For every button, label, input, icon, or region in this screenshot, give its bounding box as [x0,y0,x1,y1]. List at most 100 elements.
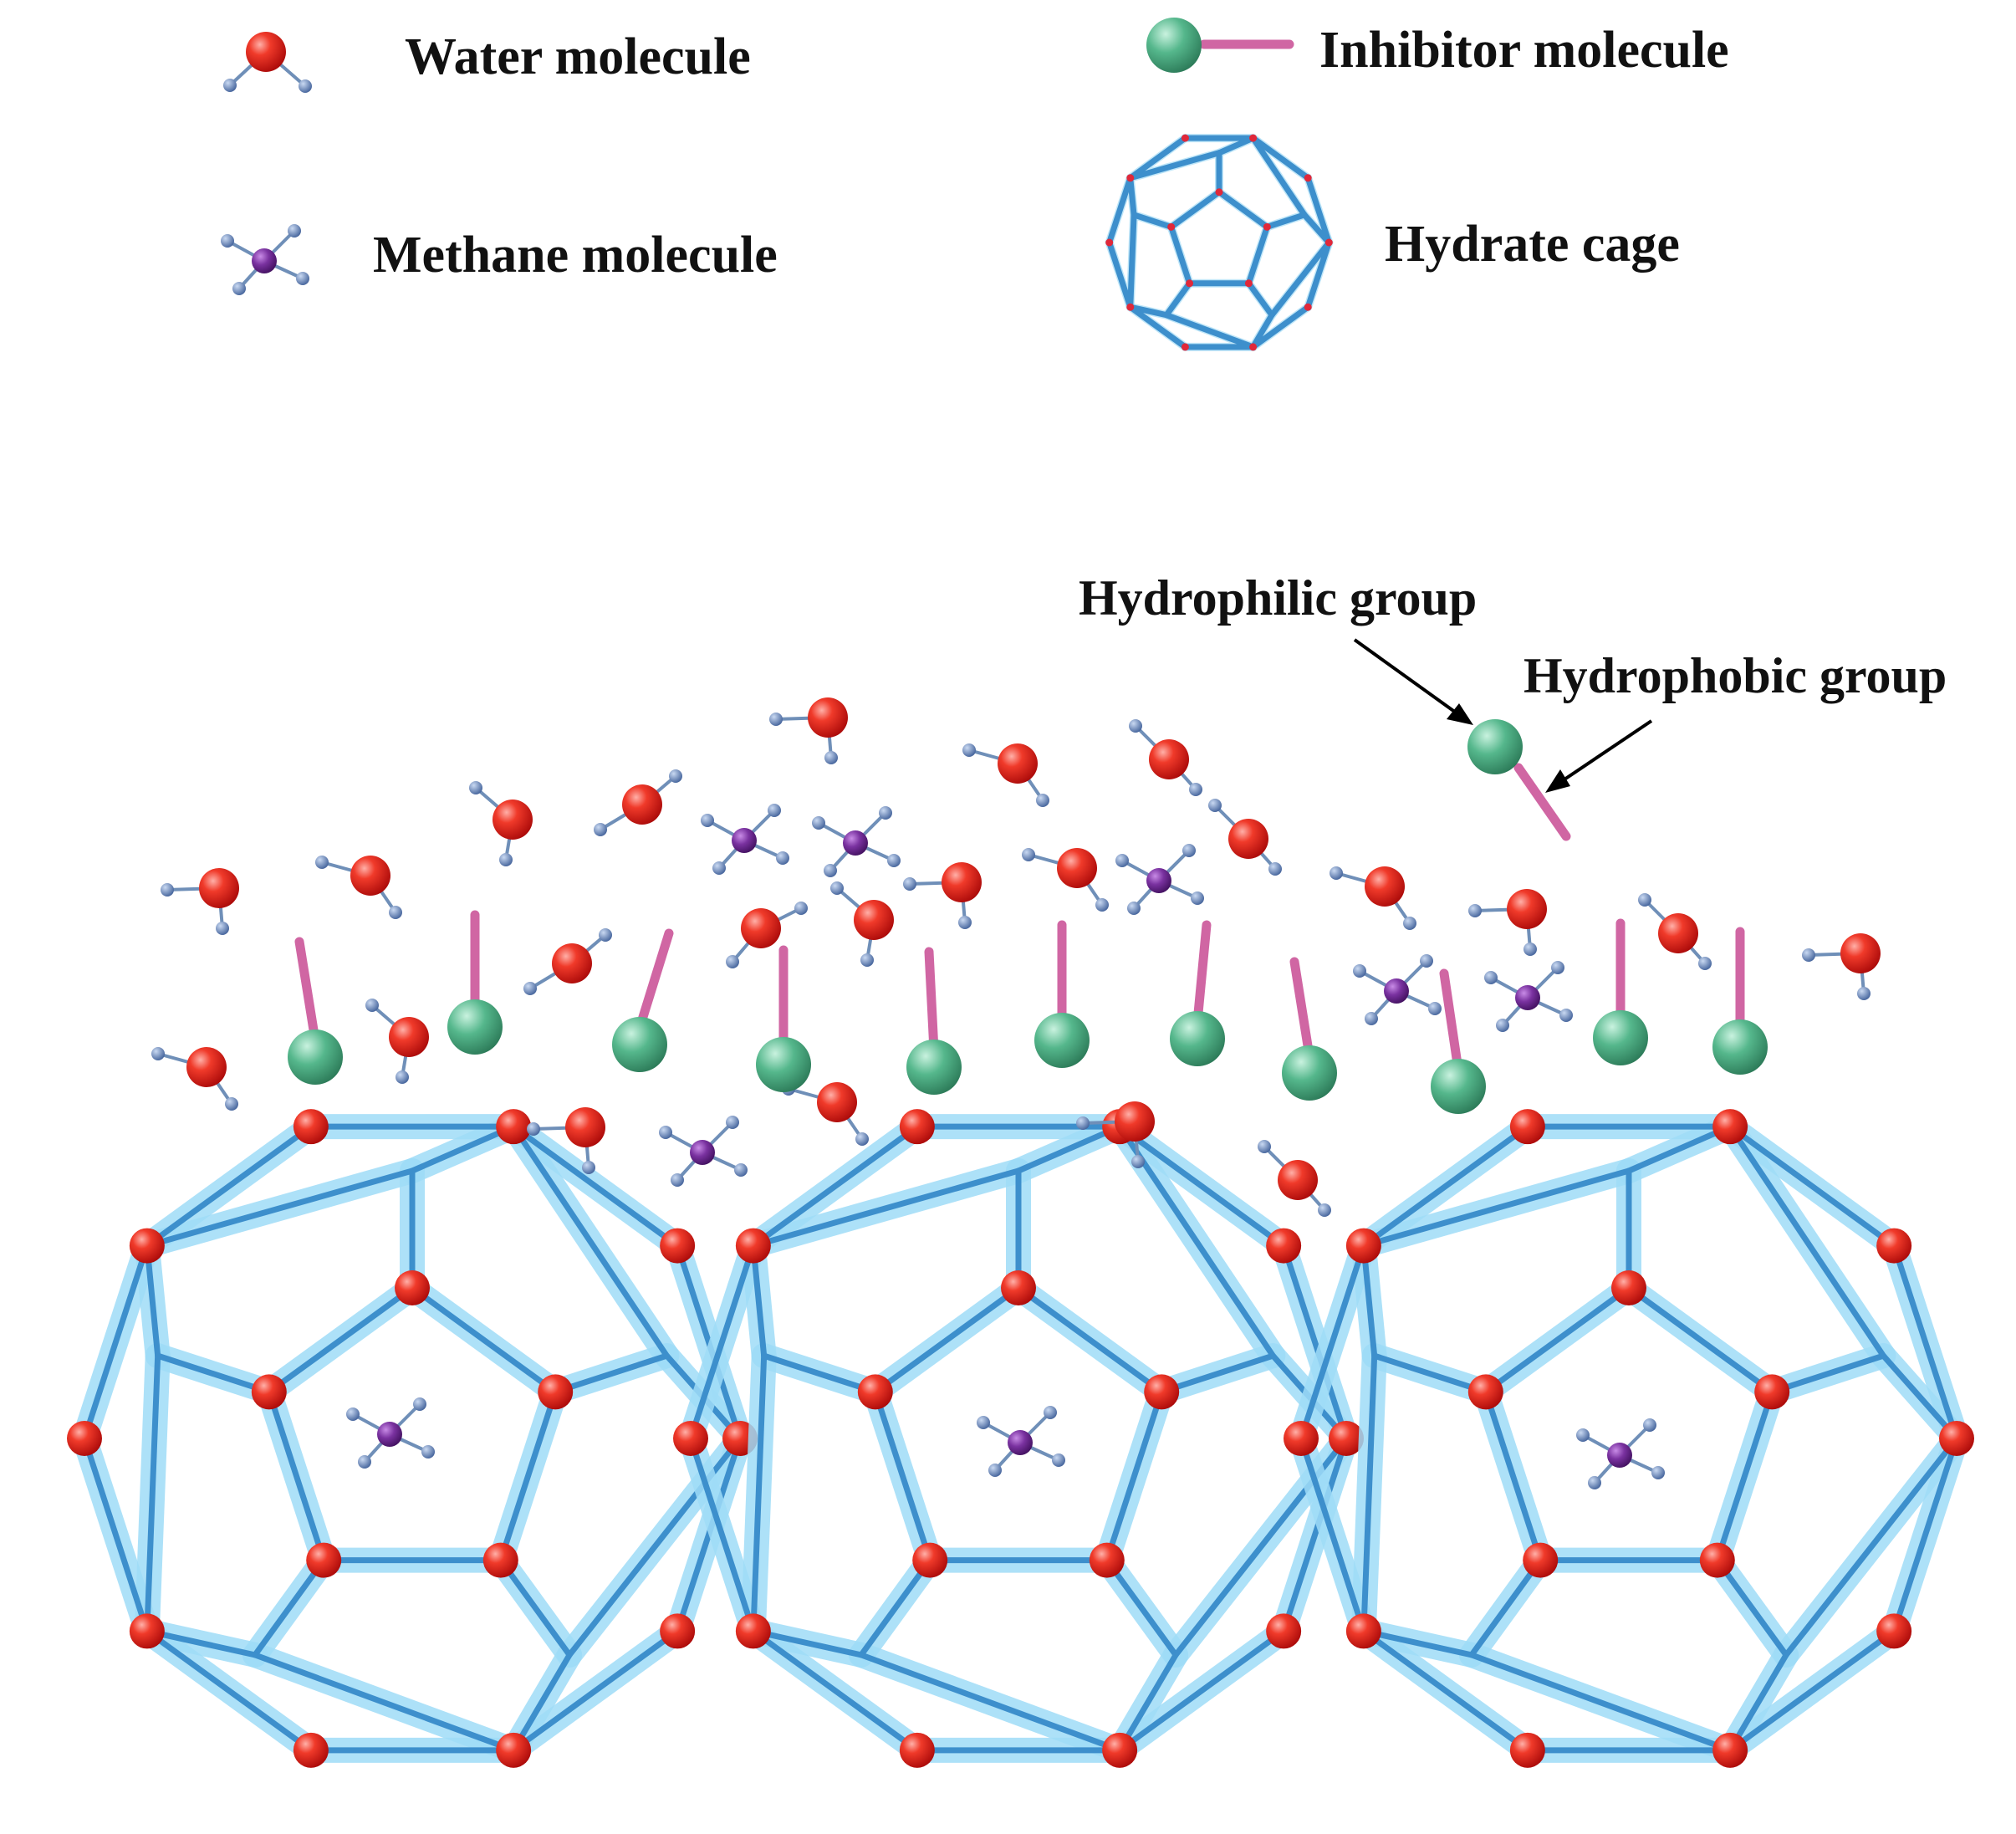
cage-edge [858,1652,1123,1754]
cage-edge [872,1388,933,1564]
cage-oxygen-atom [1523,1542,1559,1578]
inhibitor-molecule [1282,957,1337,1101]
water-molecule [769,697,848,764]
hydrophobic-tail [1439,968,1463,1075]
cage-oxygen-atom [735,1613,771,1649]
hydrogen-atom [1353,964,1366,978]
cage-edge [1727,1627,1897,1754]
cage-edge [750,1167,1022,1249]
water-molecule [1330,866,1416,930]
water-molecule [523,928,612,995]
hydrogen-atom [396,1070,409,1084]
hydrogen-atom [161,883,174,897]
hydrophilic-group-label: Hydrophilic group [1079,570,1477,626]
cage-edge [750,1243,768,1359]
cage-oxygen-atom [1089,1542,1125,1578]
inhibitor-molecule [1593,918,1648,1065]
oxygen-atom [1365,866,1405,907]
hydrophobic-arrow [1545,719,1653,793]
hydrophilic-head [288,1029,343,1085]
hydrogen-atom [794,902,808,915]
oxygen-atom [186,1047,227,1087]
cage-oxygen-atom [1102,1732,1138,1768]
inhibitor-molecule [756,945,811,1092]
cage-edge [1783,1435,1960,1658]
hydrophilic-head [1431,1059,1486,1114]
hydrogen-atom [879,806,892,820]
cage-oxygen-atom [899,1732,935,1768]
cage-oxygen-atom [1699,1542,1735,1578]
cage-oxygen-atom [496,1109,532,1145]
callouts: Hydrophilic group Hydrophobic group [1079,570,1947,841]
cage-edge [81,1243,151,1442]
cage-edge [674,1435,743,1634]
hydrogen-atom [1318,1203,1331,1217]
cage-edge [1130,212,1175,230]
cage-oxygen-atom [1329,1421,1364,1456]
water-molecule [962,743,1049,807]
hydrogen-atom [582,1161,595,1174]
water-molecule [830,881,894,967]
hydrogen-atom [1044,1406,1057,1419]
cage-edge [81,1435,151,1634]
oxygen-atom [1840,933,1881,973]
methane-molecule [1115,844,1204,915]
hydrophilic-arrow [1353,638,1473,725]
cage-edge [1626,1123,1733,1174]
hydrate-cage-left [67,1109,758,1768]
methane-molecule [346,1397,435,1469]
legend-cage-label: Hydrate cage [1385,216,1680,273]
free-molecules [151,697,1881,1489]
methane-molecule [659,1116,748,1187]
legend-inhibitor-label: Inhibitor molecule [1319,22,1729,79]
oxygen-atom [998,743,1038,784]
water-molecule [594,769,682,836]
water-molecule [527,1107,605,1174]
hydrophobic-tail [1192,920,1212,1027]
cage-edge [1104,1557,1179,1658]
hydrate-cages [67,1109,1974,1768]
hydrogen-atom [1638,893,1651,907]
cage-edge [1127,150,1222,181]
legend-methane-label: Methane molecule [373,227,778,284]
hydrogen-atom [1496,1019,1509,1032]
cage-edge [1360,1627,1531,1754]
hydrogen-atom [1643,1418,1656,1432]
oxygen-atom [1149,739,1189,779]
cage-oxygen-atom [1304,303,1312,311]
cage-edge [750,1123,921,1249]
cage-oxygen-atom [735,1228,771,1264]
inhibitor-molecule [288,937,343,1085]
cage-edge [872,1285,1022,1395]
hydrophobic-tail [924,947,939,1055]
cage-edge [1371,1352,1489,1395]
cage-oxygen-atom [1345,1228,1381,1264]
cage-edge [1104,1388,1165,1564]
methane-molecule [1576,1418,1665,1489]
cage-oxygen-atom [251,1374,287,1410]
hydrophilic-head [906,1040,962,1095]
cage-oxygen-atom [1181,134,1189,142]
cage-edge [1250,135,1308,218]
inhibitor-molecule [1034,920,1090,1068]
hydrate-cage-right [1284,1109,1974,1768]
cage-oxygen-atom [673,1421,708,1456]
hydrophilic-head [1593,1010,1648,1065]
cage-edge [1245,223,1270,287]
hydrogen-atom [1559,1009,1573,1022]
hydrogen-atom [726,955,739,968]
carbon-atom [732,828,757,853]
cage-edge [1163,280,1193,319]
cage-oxygen-atom [1876,1613,1912,1649]
hydrogen-atom [855,1132,869,1146]
cage-edge [1163,312,1257,350]
cage-edge [144,1627,314,1754]
cage-edge [510,1123,670,1359]
hydrogen-atom [346,1407,360,1421]
cage-oxygen-atom [482,1542,518,1578]
cage-edge [687,1243,757,1442]
cage-edge [750,1352,768,1634]
cage-oxygen-atom [395,1270,430,1305]
hydrophilic-head [1282,1045,1337,1101]
cage-oxygen-atom [1712,1109,1748,1145]
